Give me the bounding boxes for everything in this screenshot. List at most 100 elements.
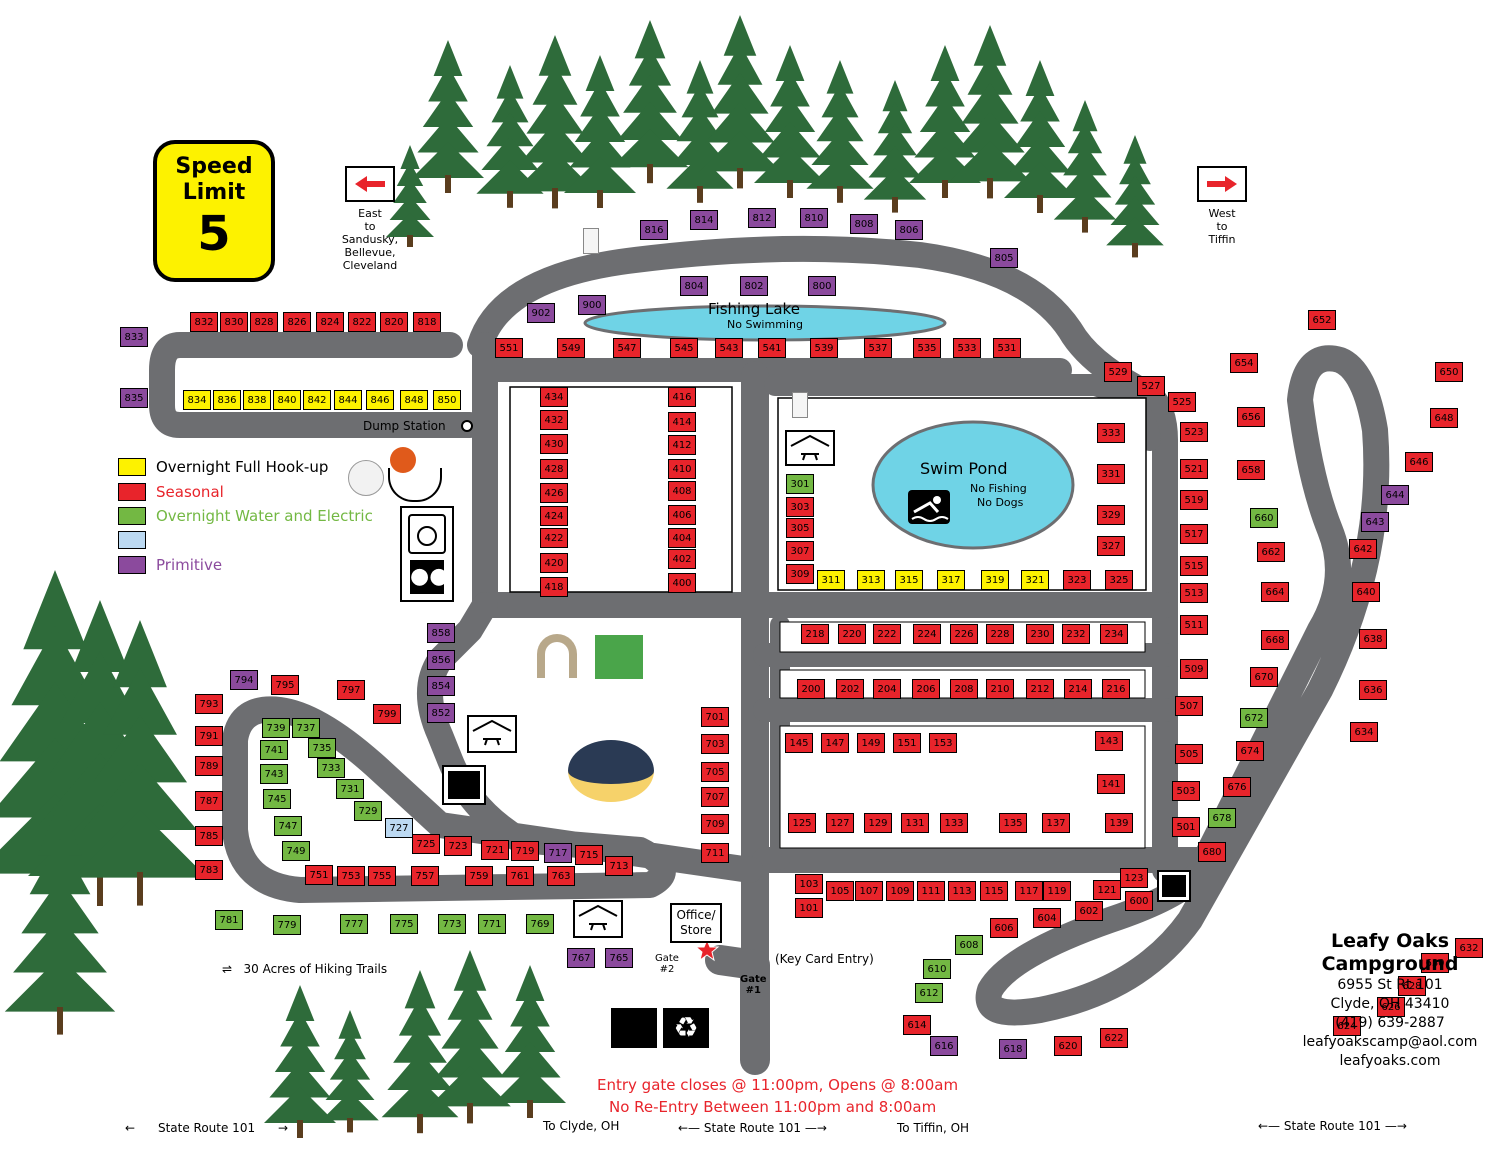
site-602[interactable]: 602: [1075, 901, 1103, 921]
site-214[interactable]: 214: [1064, 679, 1092, 699]
site-135[interactable]: 135: [999, 813, 1027, 833]
site-323[interactable]: 323: [1063, 570, 1091, 590]
site-319[interactable]: 319: [981, 570, 1009, 590]
site-644[interactable]: 644: [1381, 485, 1409, 505]
site-739[interactable]: 739: [262, 718, 290, 738]
site-799[interactable]: 799: [373, 704, 401, 724]
site-600[interactable]: 600: [1125, 891, 1153, 911]
site-642[interactable]: 642: [1349, 539, 1377, 559]
site-129[interactable]: 129: [864, 813, 892, 833]
site-103[interactable]: 103: [795, 874, 823, 894]
site-900[interactable]: 900: [578, 295, 606, 315]
site-539[interactable]: 539: [810, 338, 838, 358]
site-125[interactable]: 125: [788, 813, 816, 833]
site-206[interactable]: 206: [912, 679, 940, 699]
site-670[interactable]: 670: [1250, 667, 1278, 687]
site-727[interactable]: 727: [385, 818, 413, 838]
site-101[interactable]: 101: [795, 898, 823, 918]
site-794[interactable]: 794: [230, 670, 258, 690]
site-818[interactable]: 818: [413, 312, 441, 332]
site-743[interactable]: 743: [260, 764, 288, 784]
site-816[interactable]: 816: [640, 220, 668, 240]
site-111[interactable]: 111: [917, 881, 945, 901]
site-832[interactable]: 832: [190, 312, 218, 332]
site-648[interactable]: 648: [1430, 408, 1458, 428]
site-507[interactable]: 507: [1175, 696, 1203, 716]
site-838[interactable]: 838: [243, 390, 271, 410]
site-751[interactable]: 751: [305, 865, 333, 885]
site-327[interactable]: 327: [1097, 536, 1125, 556]
site-761[interactable]: 761: [506, 866, 534, 886]
site-723[interactable]: 723: [444, 836, 472, 856]
site-226[interactable]: 226: [950, 624, 978, 644]
site-767[interactable]: 767: [567, 948, 595, 968]
site-420[interactable]: 420: [540, 553, 568, 573]
site-808[interactable]: 808: [850, 214, 878, 234]
site-719[interactable]: 719: [511, 841, 539, 861]
site-210[interactable]: 210: [986, 679, 1014, 699]
site-833[interactable]: 833: [120, 327, 148, 347]
site-826[interactable]: 826: [283, 312, 311, 332]
site-535[interactable]: 535: [913, 338, 941, 358]
site-317[interactable]: 317: [937, 570, 965, 590]
site-805[interactable]: 805: [990, 248, 1018, 268]
site-822[interactable]: 822: [348, 312, 376, 332]
site-234[interactable]: 234: [1100, 624, 1128, 644]
site-668[interactable]: 668: [1261, 630, 1289, 650]
site-153[interactable]: 153: [929, 733, 957, 753]
site-551[interactable]: 551: [495, 338, 523, 358]
site-765[interactable]: 765: [605, 948, 633, 968]
site-840[interactable]: 840: [273, 390, 301, 410]
site-115[interactable]: 115: [980, 881, 1008, 901]
site-529[interactable]: 529: [1104, 362, 1132, 382]
site-414[interactable]: 414: [668, 412, 696, 432]
site-333[interactable]: 333: [1097, 423, 1125, 443]
site-652[interactable]: 652: [1308, 310, 1336, 330]
site-672[interactable]: 672: [1240, 708, 1268, 728]
site-147[interactable]: 147: [821, 733, 849, 753]
site-755[interactable]: 755: [368, 866, 396, 886]
site-309[interactable]: 309: [786, 564, 814, 584]
site-902[interactable]: 902: [527, 303, 555, 323]
site-424[interactable]: 424: [540, 506, 568, 526]
site-541[interactable]: 541: [758, 338, 786, 358]
site-769[interactable]: 769: [526, 914, 554, 934]
site-422[interactable]: 422: [540, 528, 568, 548]
site-509[interactable]: 509: [1180, 659, 1208, 679]
campground-email[interactable]: leafyoakscamp@aol.com: [1302, 1034, 1478, 1050]
site-230[interactable]: 230: [1026, 624, 1054, 644]
site-777[interactable]: 777: [340, 914, 368, 934]
site-626[interactable]: 626: [1377, 997, 1405, 1017]
site-610[interactable]: 610: [923, 959, 951, 979]
site-664[interactable]: 664: [1261, 582, 1289, 602]
site-721[interactable]: 721: [481, 840, 509, 860]
site-549[interactable]: 549: [557, 338, 585, 358]
site-606[interactable]: 606: [990, 918, 1018, 938]
site-543[interactable]: 543: [715, 338, 743, 358]
site-650[interactable]: 650: [1435, 362, 1463, 382]
site-107[interactable]: 107: [855, 881, 883, 901]
site-404[interactable]: 404: [668, 528, 696, 548]
site-208[interactable]: 208: [950, 679, 978, 699]
site-515[interactable]: 515: [1180, 556, 1208, 576]
site-658[interactable]: 658: [1237, 460, 1265, 480]
site-622[interactable]: 622: [1100, 1028, 1128, 1048]
site-117[interactable]: 117: [1015, 881, 1043, 901]
site-634[interactable]: 634: [1350, 722, 1378, 742]
site-797[interactable]: 797: [337, 680, 365, 700]
site-113[interactable]: 113: [948, 881, 976, 901]
site-731[interactable]: 731: [336, 779, 364, 799]
site-200[interactable]: 200: [797, 679, 825, 699]
site-121[interactable]: 121: [1093, 880, 1121, 900]
site-715[interactable]: 715: [575, 845, 603, 865]
site-717[interactable]: 717: [544, 843, 572, 863]
site-331[interactable]: 331: [1097, 464, 1125, 484]
site-141[interactable]: 141: [1097, 774, 1125, 794]
site-835[interactable]: 835: [120, 388, 148, 408]
site-733[interactable]: 733: [317, 758, 345, 778]
site-410[interactable]: 410: [668, 459, 696, 479]
site-612[interactable]: 612: [915, 983, 943, 1003]
site-820[interactable]: 820: [380, 312, 408, 332]
site-628[interactable]: 628: [1398, 976, 1426, 996]
site-501[interactable]: 501: [1172, 817, 1200, 837]
